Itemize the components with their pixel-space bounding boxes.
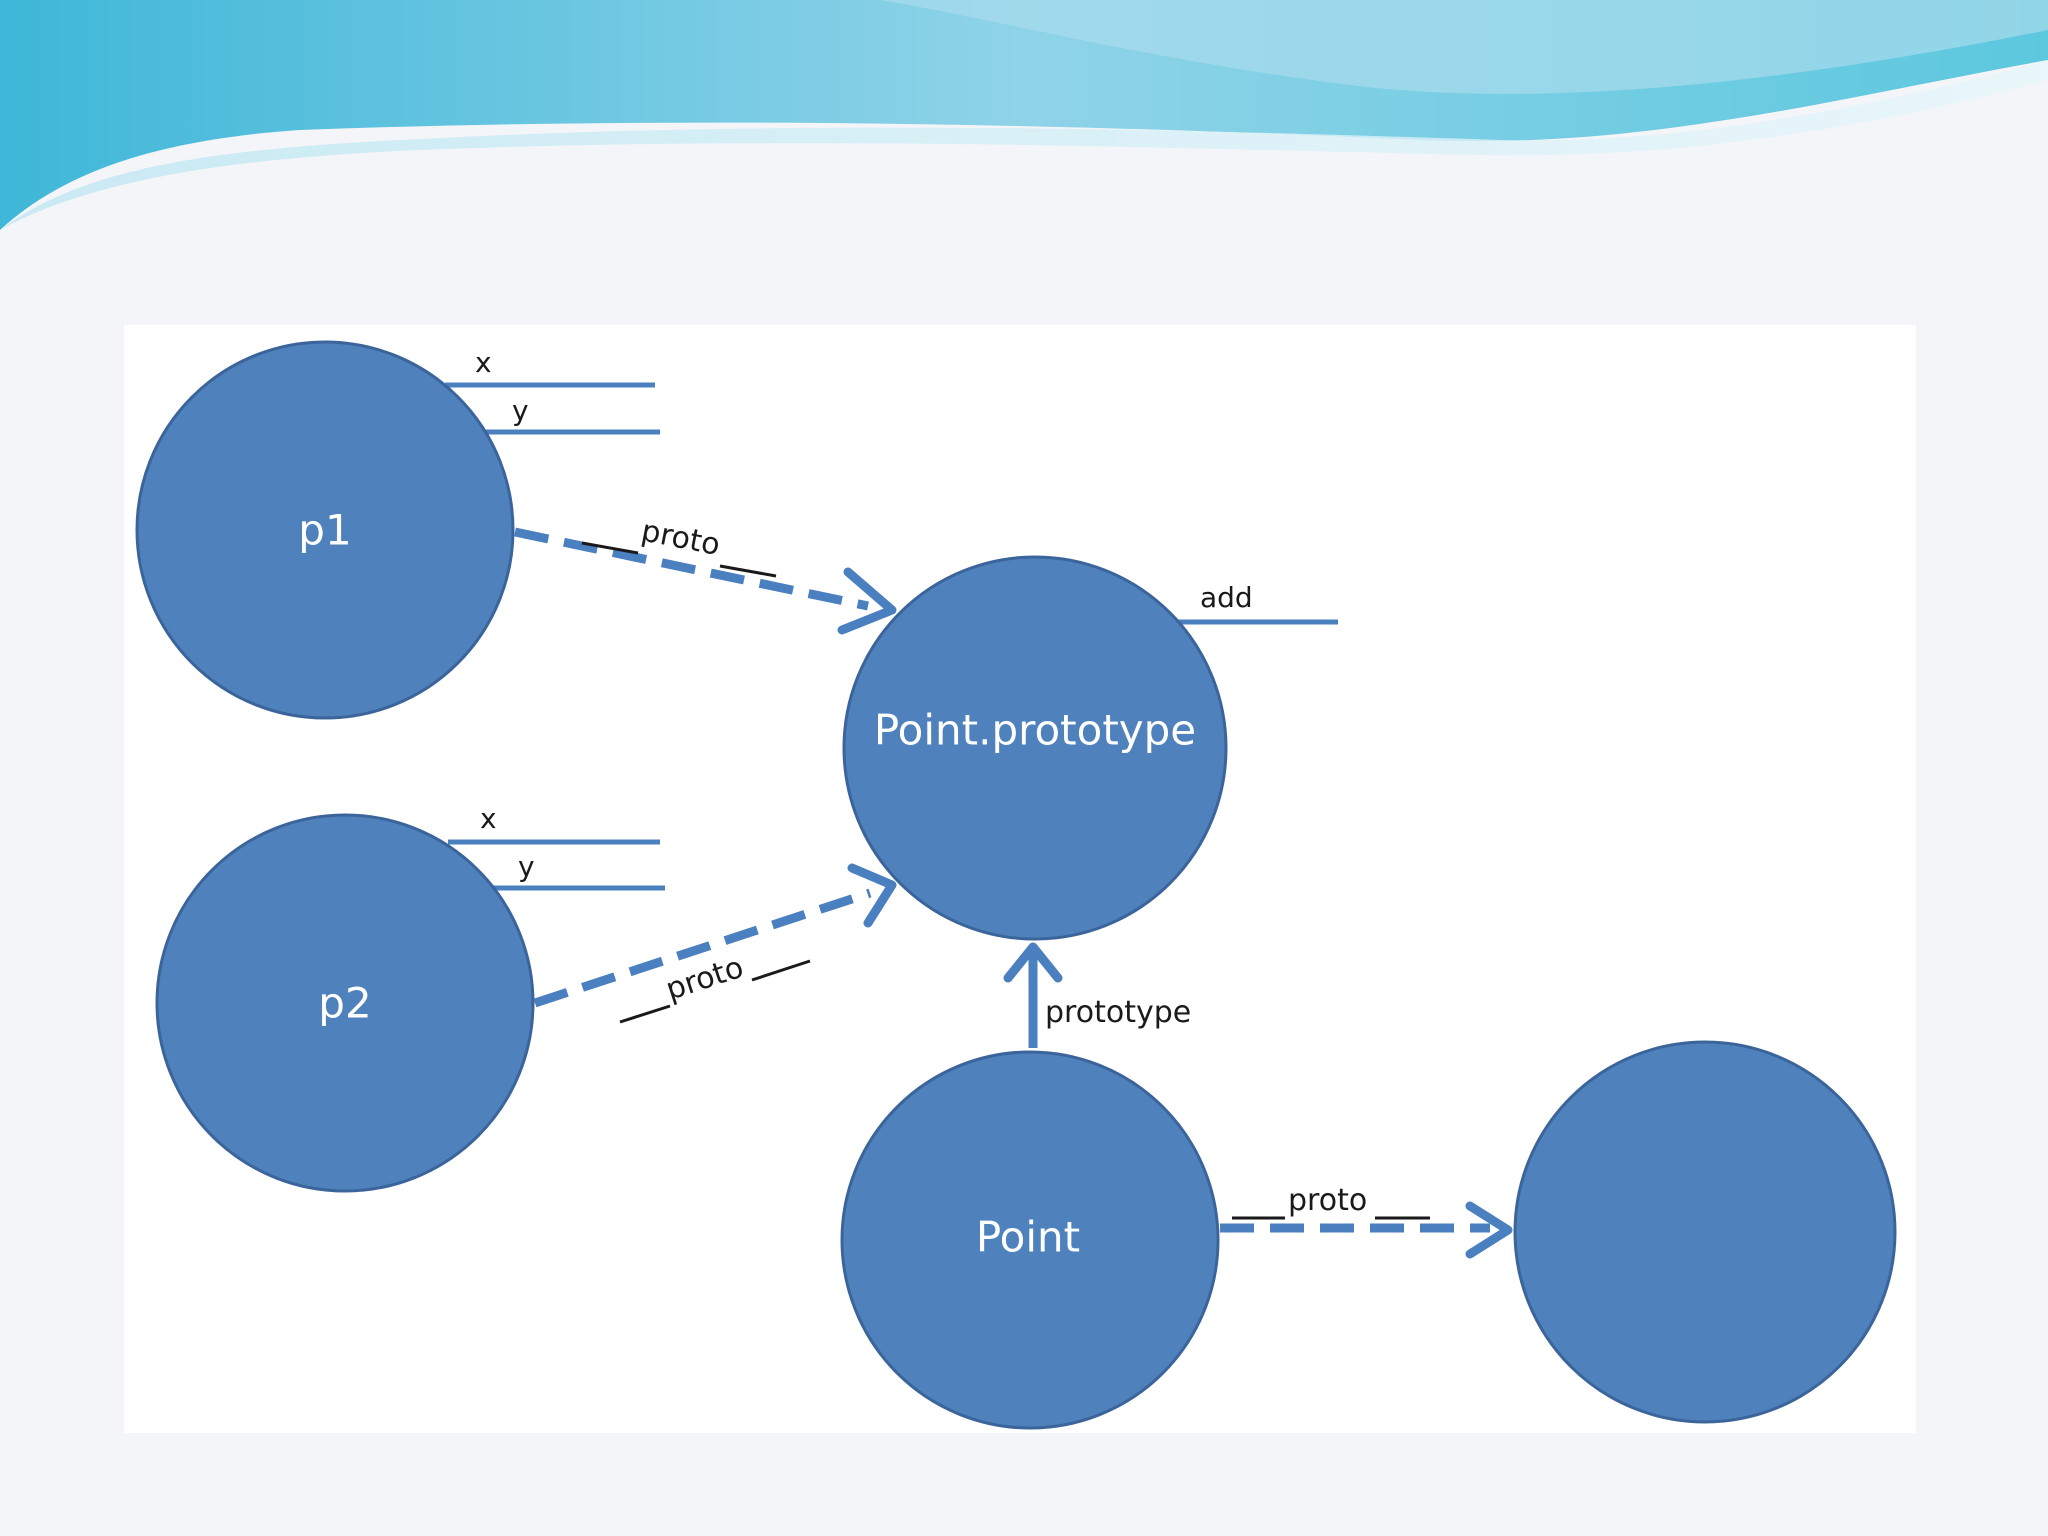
prototype-properties: add xyxy=(1175,581,1338,625)
p2-property-x-label: x xyxy=(480,802,497,835)
edge-point-to-unnamed: proto xyxy=(1220,1183,1513,1259)
p1-properties: x y xyxy=(445,346,660,435)
header-wave xyxy=(0,0,2048,230)
node-label-point-prototype: Point.prototype xyxy=(874,706,1196,755)
edge-point-to-prototype: prototype xyxy=(1003,942,1191,1048)
node-label-p1: p1 xyxy=(298,506,351,555)
p2-property-y-label: y xyxy=(518,850,535,883)
node-label-p2: p2 xyxy=(318,979,371,1028)
prototype-property-add-label: add xyxy=(1200,581,1253,614)
p1-property-x-label: x xyxy=(475,346,492,379)
node-unnamed xyxy=(1513,1040,1897,1424)
p1-property-y-label: y xyxy=(512,394,529,427)
node-label-point: Point xyxy=(976,1213,1080,1262)
node-point-prototype: Point.prototype xyxy=(842,555,1228,941)
edge-label-point-prototype: prototype xyxy=(1045,995,1191,1030)
node-p1: p1 xyxy=(135,340,515,720)
node-point: Point xyxy=(840,1050,1220,1430)
edge-label-point-proto: proto xyxy=(1288,1183,1367,1218)
p2-properties: x y xyxy=(448,802,665,891)
node-p2: p2 xyxy=(155,813,535,1193)
